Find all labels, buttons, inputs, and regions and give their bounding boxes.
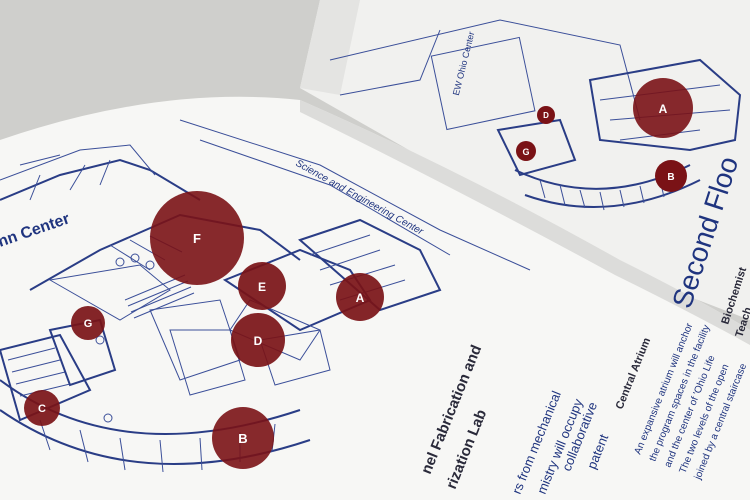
marker-C: C: [24, 390, 60, 426]
svg-text:G: G: [84, 318, 93, 330]
marker-G: G: [71, 306, 105, 340]
svg-text:D: D: [254, 334, 263, 348]
right-marker-A: A: [633, 78, 693, 138]
right-marker-B: B: [655, 160, 687, 192]
svg-text:B: B: [667, 172, 674, 183]
marker-D: D: [231, 313, 285, 367]
svg-text:A: A: [356, 291, 365, 305]
svg-text:D: D: [543, 111, 549, 120]
right-marker-G: G: [516, 141, 536, 161]
marker-B: B: [212, 407, 274, 469]
marker-E: E: [238, 262, 286, 310]
marker-A: A: [336, 273, 384, 321]
svg-text:B: B: [238, 431, 247, 446]
svg-text:E: E: [258, 280, 266, 294]
svg-text:G: G: [522, 147, 529, 157]
svg-text:A: A: [659, 102, 668, 116]
svg-text:C: C: [38, 403, 46, 415]
right-marker-D: D: [537, 106, 555, 124]
svg-text:F: F: [193, 231, 201, 246]
marker-F: F: [150, 191, 244, 285]
